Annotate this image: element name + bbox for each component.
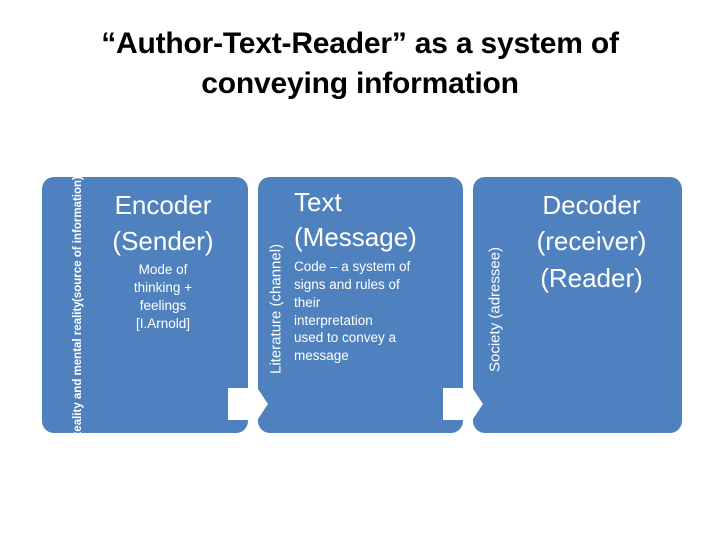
side-label-reality-line-2: (source of information) — [71, 177, 84, 302]
stage-box-decoder[interactable]: Society (adressee) Decoder (receiver) (R… — [473, 177, 682, 433]
text-detail: Code – a system of signs and rules of th… — [294, 258, 457, 366]
side-label-society-line-1: Society (adressee) — [486, 246, 504, 372]
encoder-detail-line-2: thinking + — [133, 279, 193, 295]
text-detail-line-3: their — [294, 294, 321, 310]
text-headline-2: (Message) — [294, 221, 417, 252]
arrow-right-icon — [226, 375, 270, 433]
stage-box-text[interactable]: Literature (channel) Text (Message) Code… — [258, 177, 463, 433]
encoder-headline-1: Encoder — [114, 190, 212, 220]
encoder-detail-line-4: [I.Arnold] — [135, 315, 191, 331]
slide-title: “Author-Text-Reader” as a system of conv… — [28, 24, 692, 104]
encoder-detail-line-3: feelings — [139, 297, 187, 313]
encoder-detail: Mode of thinking + feelings [I.Arnold] — [84, 261, 242, 333]
title-line-1: “Author-Text-Reader” as a system of — [101, 27, 619, 60]
text-detail-line-2: signs and rules of — [294, 276, 400, 292]
decoder-headline-3: (Reader) — [540, 262, 643, 293]
text-detail-line-4: interpretation — [294, 312, 373, 328]
encoder-detail-line-1: Mode of — [138, 261, 188, 277]
stage-content-decoder: Decoder (receiver) (Reader) — [507, 177, 676, 433]
stage-box-encoder[interactable]: Reality and mental reality (source of in… — [42, 177, 248, 433]
text-detail-line-5: used to convey a — [294, 330, 397, 346]
encoder-headline-2: (Sender) — [112, 226, 214, 257]
stage-content-text: Text (Message) Code – a system of signs … — [294, 177, 457, 433]
text-detail-line-1: Code – a system of — [294, 258, 411, 274]
side-label-reality: Reality and mental reality (source of in… — [42, 177, 84, 433]
stage-content-encoder: Encoder (Sender) Mode of thinking + feel… — [84, 177, 242, 433]
decoder-headline-2: (receiver) — [536, 226, 647, 257]
side-label-literature-line-1: Literature (channel) — [267, 243, 285, 375]
decoder-headline-1: Decoder — [542, 190, 641, 220]
side-label-reality-line-1: Reality and mental reality — [71, 301, 84, 433]
text-headline-1: Text — [294, 187, 342, 217]
text-detail-line-6: message — [294, 348, 349, 364]
arrow-right-icon — [441, 375, 485, 433]
title-line-2: conveying information — [201, 66, 519, 100]
